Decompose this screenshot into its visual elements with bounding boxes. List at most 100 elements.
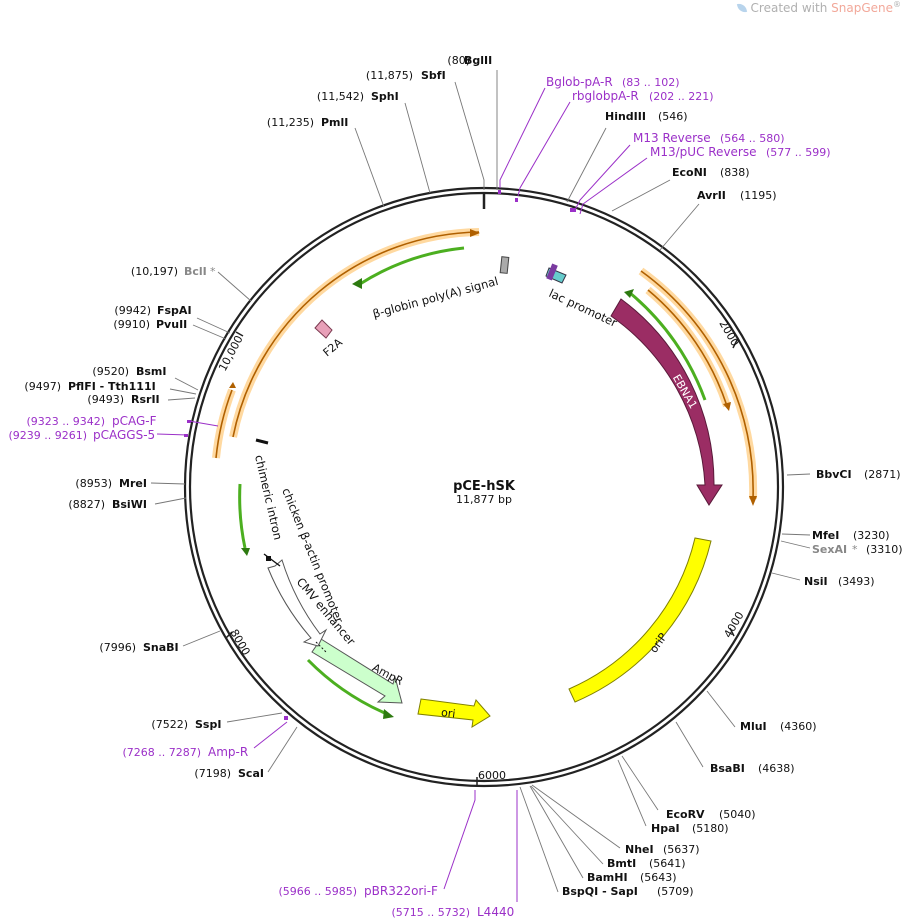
tick-2000 — [732, 339, 738, 349]
site-bsabi: BsaBI — [710, 762, 745, 775]
svg-text:(11,542): (11,542) — [317, 90, 364, 103]
site-ecorv: EcoRV — [666, 808, 705, 821]
svg-text:(9942): (9942) — [114, 304, 151, 317]
svg-text:(11,875): (11,875) — [366, 69, 413, 82]
feature-label-chimeric-intron: chimeric intron — [252, 454, 285, 542]
tick-marks — [225, 331, 738, 786]
site-pflfi-tth111i: PflFI - Tth111I — [68, 380, 156, 393]
site-bspqi-sapi: BspQI - SapI — [562, 885, 638, 898]
feature-orip: oriP — [568, 537, 712, 703]
site-sspi: SspI — [195, 718, 221, 731]
svg-text:(5709): (5709) — [657, 885, 694, 898]
site-leader-lines — [150, 70, 811, 893]
site-labels: (80) BglII (11,875) SbfI (11,542) SphI (… — [24, 54, 902, 898]
svg-text:(5040): (5040) — [719, 808, 756, 821]
svg-text:*: * — [852, 543, 858, 556]
feature-ori: ori — [417, 698, 491, 728]
primer-pbr322ori-f: pBR322ori-F — [364, 884, 438, 898]
primer-amp-r: Amp-R — [208, 745, 248, 759]
site-nhei: NheI — [625, 843, 654, 856]
primer-pcaggs-5: pCAGGS-5 — [93, 428, 155, 442]
site-bsiwi: BsiWI — [112, 498, 147, 511]
feature-label-ori: ori — [440, 706, 456, 721]
svg-text:(9493): (9493) — [87, 393, 124, 406]
primer-rbglobpa-r: rbglobpA-R — [572, 89, 639, 103]
svg-text:(577 .. 599): (577 .. 599) — [766, 146, 831, 159]
svg-text:(9497): (9497) — [24, 380, 61, 393]
orf-band-left — [212, 228, 480, 459]
tick-4000 — [729, 627, 735, 637]
primer-marks — [184, 190, 576, 720]
primer-m13-puc-reverse: M13/pUC Reverse — [650, 145, 757, 159]
svg-text:(546): (546) — [658, 110, 688, 123]
svg-text:(5643): (5643) — [640, 871, 677, 884]
primer-m13-reverse: M13 Reverse — [633, 131, 711, 145]
svg-text:*: * — [210, 265, 216, 278]
svg-text:(9323 .. 9342): (9323 .. 9342) — [26, 415, 105, 428]
site-econi: EcoNI — [672, 166, 707, 179]
primer-pcag-f: pCAG-F — [112, 414, 157, 428]
site-bglii: BglII — [464, 54, 492, 67]
svg-text:(1195): (1195) — [740, 189, 777, 202]
svg-text:(5966 .. 5985): (5966 .. 5985) — [278, 885, 357, 898]
tick-label-8000: 8000 — [227, 627, 252, 658]
site-sbfi: SbfI — [421, 69, 446, 82]
site-pmli: PmlI — [321, 116, 348, 129]
site-nsii: NsiI — [804, 575, 828, 588]
svg-text:(5180): (5180) — [692, 822, 729, 835]
svg-text:(9520): (9520) — [92, 365, 129, 378]
orf-band-right — [624, 267, 758, 506]
site-bsmi: BsmI — [136, 365, 167, 378]
svg-text:(2871): (2871) — [864, 468, 901, 481]
svg-text:(83 .. 102): (83 .. 102) — [622, 76, 680, 89]
site-sphi: SphI — [371, 90, 399, 103]
svg-text:(8827): (8827) — [68, 498, 105, 511]
svg-text:(4638): (4638) — [758, 762, 795, 775]
svg-text:(7996): (7996) — [99, 641, 136, 654]
site-hindiii: HindIII — [605, 110, 646, 123]
svg-text:(11,235): (11,235) — [267, 116, 314, 129]
svg-text:(10,197): (10,197) — [131, 265, 178, 278]
primer-leader-lines — [156, 87, 648, 902]
svg-text:(8953): (8953) — [75, 477, 112, 490]
site-bbvci: BbvCI — [816, 468, 852, 481]
site-hpai: HpaI — [651, 822, 680, 835]
site-fspai: FspAI — [157, 304, 192, 317]
svg-text:(7198): (7198) — [194, 767, 231, 780]
feature-label-lac-promoter: lac promoter — [547, 286, 620, 330]
site-avrii: AvrII — [697, 189, 726, 202]
tick-label-10000: 10,000 — [216, 333, 246, 373]
site-bamhi: BamHI — [587, 871, 628, 884]
svg-text:(9239 .. 9261): (9239 .. 9261) — [8, 429, 87, 442]
feature-lac-promoter: lac promoter — [545, 263, 620, 330]
svg-text:(3310): (3310) — [866, 543, 903, 556]
primer-l4440: L4440 — [477, 905, 514, 919]
svg-text:(5715 .. 5732): (5715 .. 5732) — [391, 906, 470, 919]
svg-text:(202 .. 221): (202 .. 221) — [649, 90, 714, 103]
site-rsrii: RsrII — [131, 393, 160, 406]
site-pvuii: PvuII — [156, 318, 187, 331]
svg-text:(7268 .. 7287): (7268 .. 7287) — [122, 746, 201, 759]
site-scai: ScaI — [238, 767, 264, 780]
tick-label-6000: 6000 — [478, 769, 506, 782]
site-mfei: MfeI — [812, 529, 839, 542]
site-sexai: SexAI — [812, 543, 847, 556]
feature-ampr: AmpR — [311, 638, 406, 704]
primer-bglob-pa-r: Bglob-pA-R — [546, 75, 613, 89]
svg-text:(5637): (5637) — [663, 843, 700, 856]
site-mrei: MreI — [119, 477, 147, 490]
plasmid-size: 11,877 bp — [456, 493, 512, 506]
site-bmti: BmtI — [607, 857, 636, 870]
svg-text:(564 .. 580): (564 .. 580) — [720, 132, 785, 145]
tick-label-2000: 2000 — [716, 318, 741, 349]
svg-text:(3230): (3230) — [853, 529, 890, 542]
svg-text:(4360): (4360) — [780, 720, 817, 733]
svg-text:(9910): (9910) — [113, 318, 150, 331]
primer-labels: Bglob-pA-R (83 .. 102) rbglobpA-R (202 .… — [8, 75, 830, 919]
snapgene-watermark: Created with SnapGene® — [736, 0, 901, 15]
feature-label-f2a: F2A — [321, 336, 346, 360]
site-bcli: BclI — [184, 265, 207, 278]
site-snabi: SnaBI — [143, 641, 179, 654]
site-mlui: MluI — [740, 720, 767, 733]
